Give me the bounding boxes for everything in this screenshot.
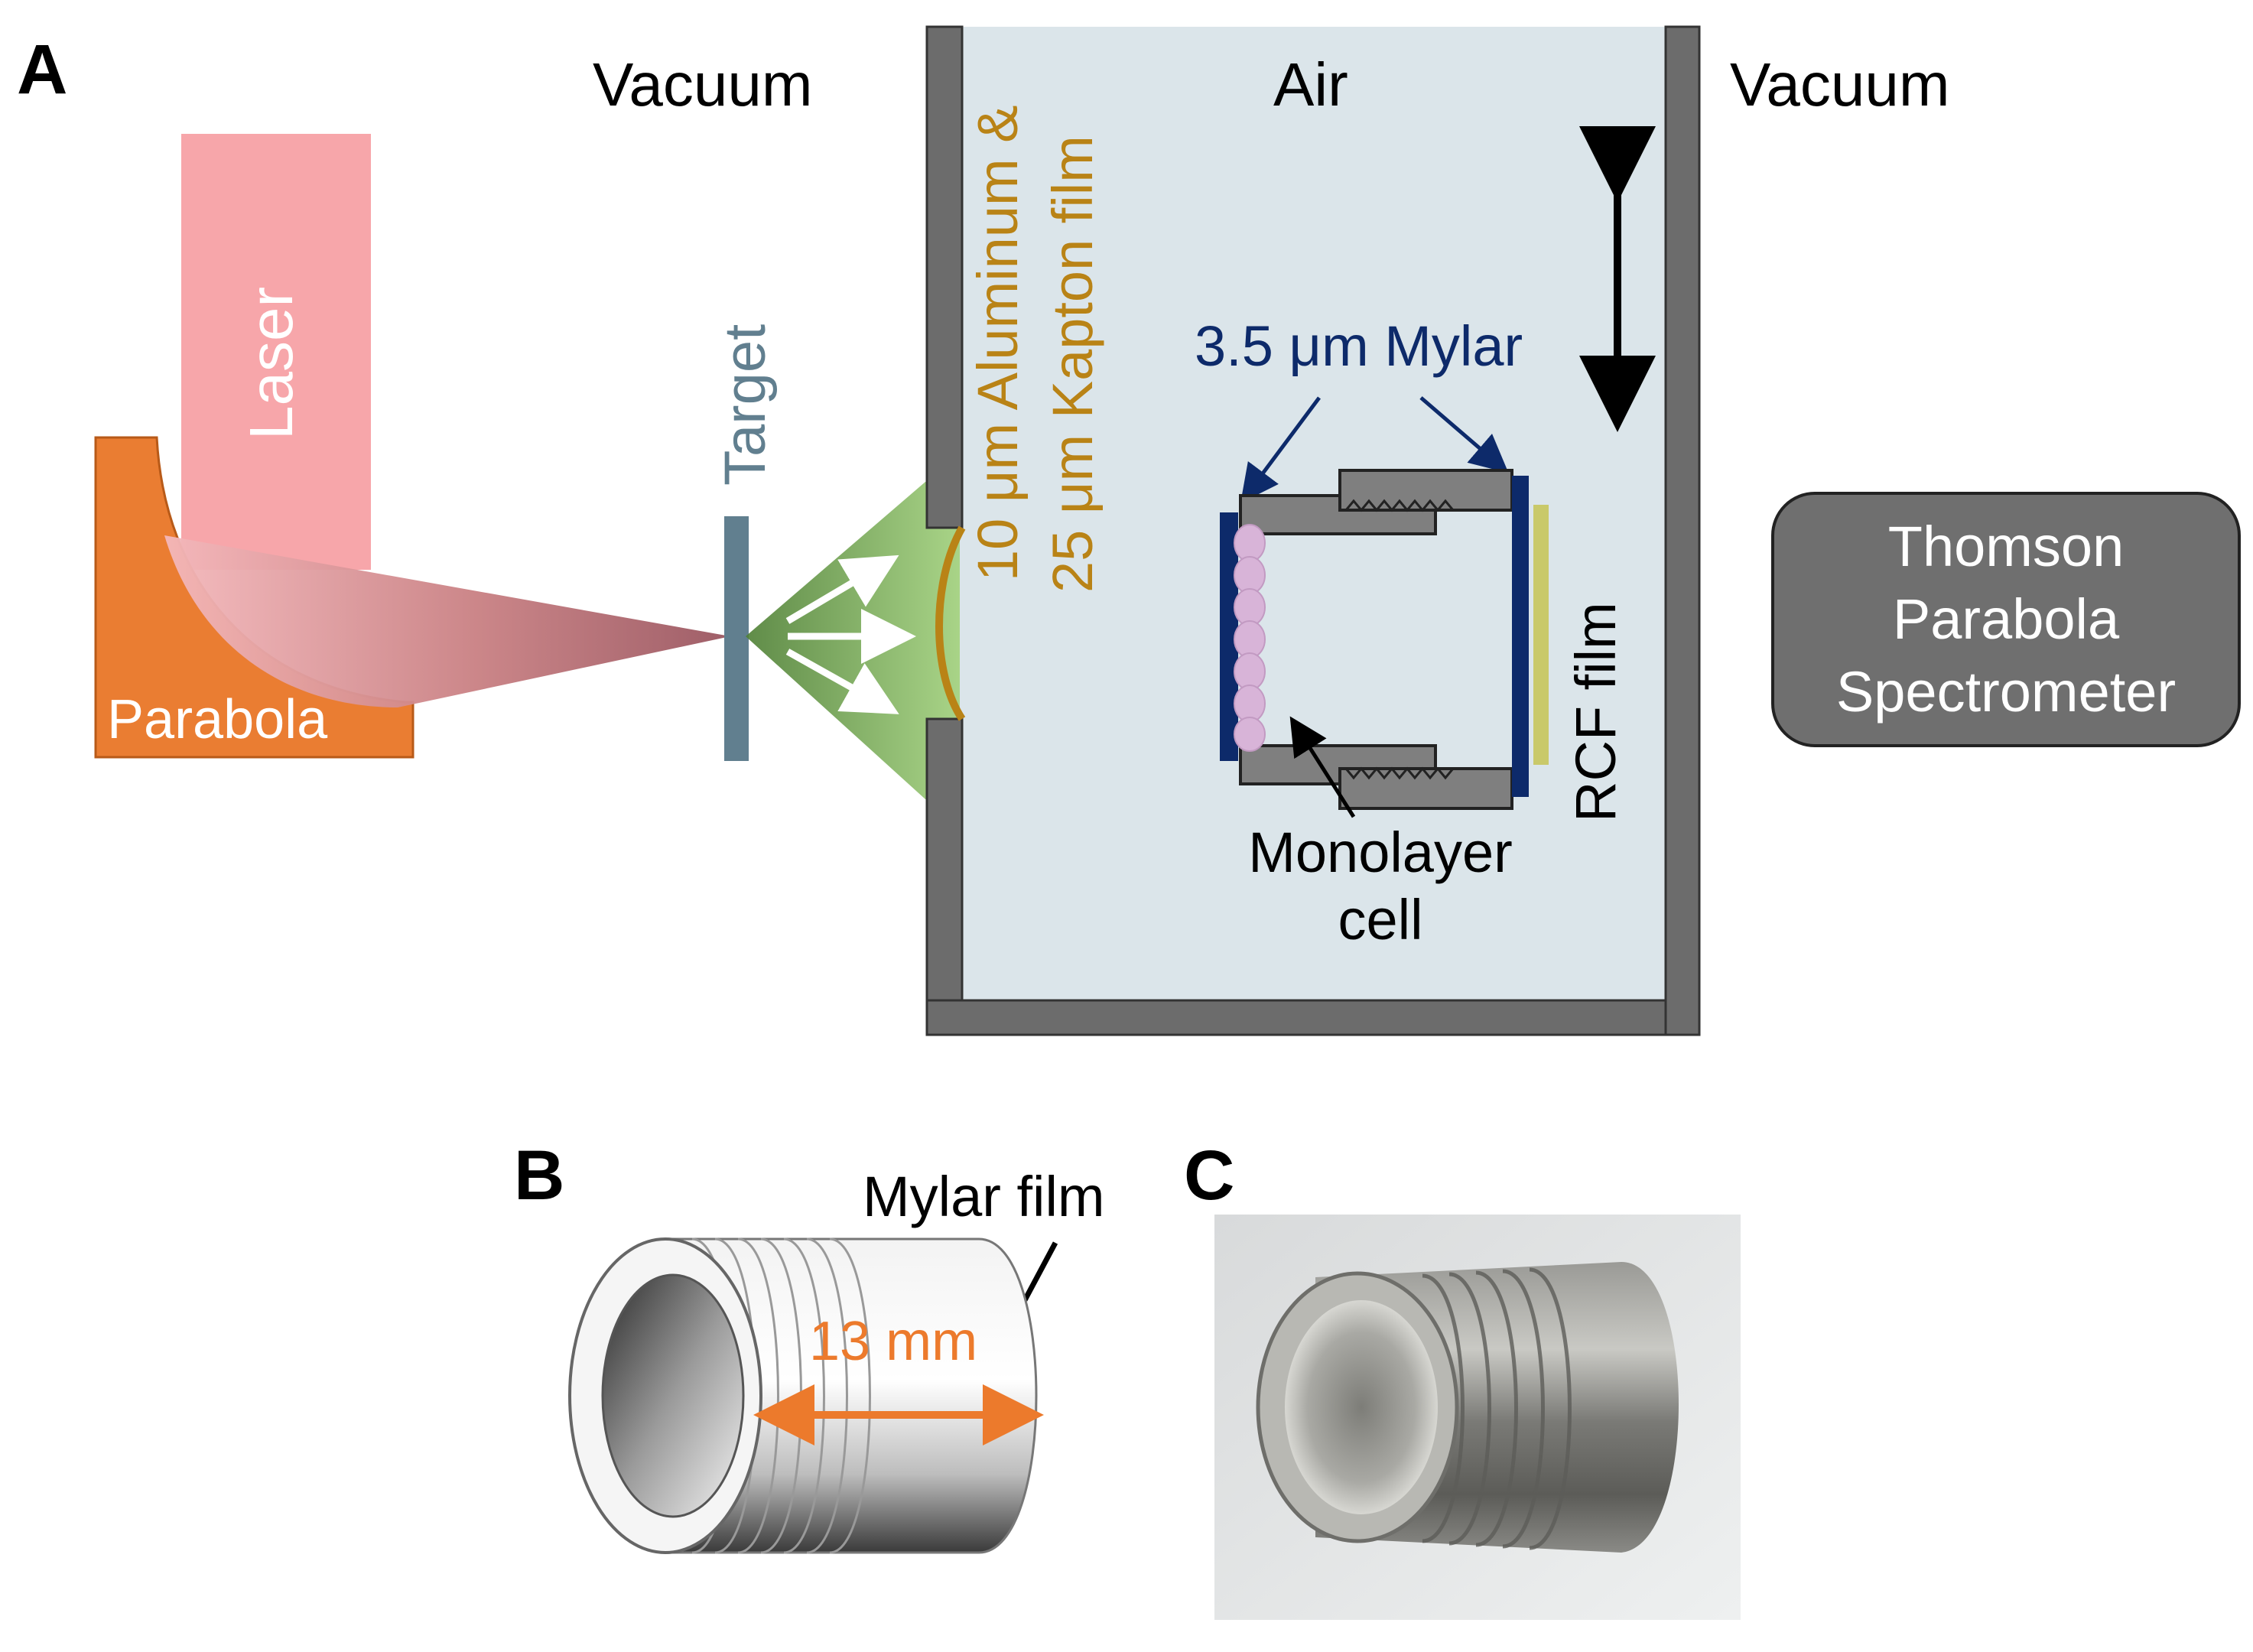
vacuum-left-label: Vacuum [593, 50, 813, 119]
window-label-line1: 10 μm Aluminum & [966, 105, 1029, 581]
rcf-film [1533, 505, 1549, 765]
holder-photo [1214, 1215, 1741, 1620]
monolayer-label-line2: cell [1338, 888, 1422, 951]
monolayer-label-line1: Monolayer [1248, 821, 1513, 884]
panel-label-c: C [1184, 1137, 1234, 1215]
focused-laser-beam [164, 535, 730, 707]
entrance-window [935, 525, 966, 721]
mylar-film-back [1512, 476, 1529, 797]
tps-label-line1: Thomson [1888, 515, 2124, 578]
vacuum-right-label: Vacuum [1730, 50, 1950, 119]
laser-beam [181, 134, 371, 570]
monolayer-cells [1234, 524, 1266, 752]
tps-label-line3: Spectrometer [1836, 660, 2176, 724]
holder-threads [1344, 499, 1455, 780]
laser-label: Laser [237, 287, 305, 440]
proton-arrows [785, 554, 916, 714]
panel-label-b: B [514, 1137, 564, 1215]
mylar-label: 3.5 μm Mylar [1195, 314, 1523, 378]
air-label: Air [1273, 50, 1348, 119]
proton-cone [746, 482, 960, 799]
mylar-film-pointer [1022, 1241, 1058, 1302]
rcf-label: RCF film [1564, 602, 1627, 822]
panel-label-a: A [17, 31, 67, 109]
mylar-pointer-arrows [1240, 396, 1509, 504]
window-label-line2: 25 μm Kapton film [1041, 135, 1104, 593]
tps-label-line2: Parabola [1893, 587, 2120, 651]
monolayer-pointer-arrow [1289, 716, 1356, 818]
target-label: Target [713, 324, 778, 486]
chamber-wall [925, 25, 1701, 1036]
parabola-label: Parabola [107, 689, 328, 750]
mylar-film-label: Mylar film [863, 1165, 1105, 1228]
cylinder-rendering [568, 1237, 1038, 1554]
dimension-label: 13 mm [809, 1311, 977, 1372]
target [724, 516, 749, 761]
tps-box [1771, 492, 2241, 747]
